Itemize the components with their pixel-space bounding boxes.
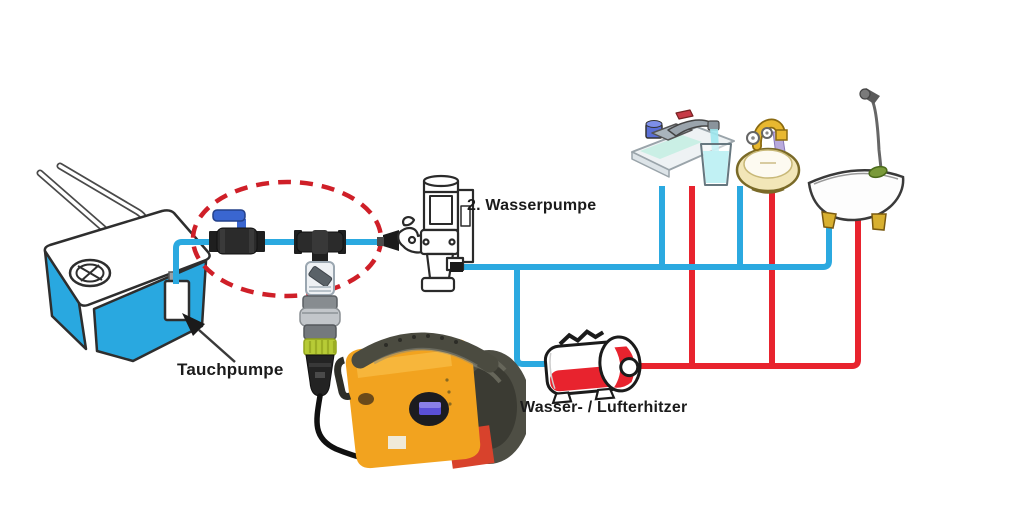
water-tank-icon: [36, 162, 211, 363]
check-valve-insert: [308, 266, 333, 288]
arrow-head: [182, 313, 205, 336]
shower-face: [859, 88, 871, 100]
hot-main-pipe: [628, 186, 861, 369]
pump-bracket-slot: [460, 205, 471, 227]
valve-lever: [212, 209, 246, 222]
pump-motor-window: [429, 195, 453, 225]
basin-handle-1-dot: [751, 136, 755, 140]
check-valve-ridges: [309, 286, 331, 292]
heater-port: [619, 357, 640, 378]
faucet-board-edge: [631, 151, 670, 178]
shutoff-valve-icon: [209, 209, 265, 255]
faucet-red-lever: [675, 109, 694, 120]
pump-inlet-nub: [377, 237, 384, 246]
pump-horn: [402, 216, 416, 227]
unit-label: [388, 436, 406, 449]
coupling-collar: [302, 295, 338, 310]
pump-body: [163, 279, 191, 322]
label-tauchpumpe: Tauchpumpe: [177, 360, 284, 379]
heater-foot-right: [594, 387, 616, 401]
unit-body-highlight: [356, 350, 452, 378]
t-boss: [312, 230, 328, 254]
tub-fixture: [868, 165, 888, 179]
cold-branch-heater: [514, 267, 548, 367]
cold-water-pipes: [173, 186, 832, 367]
pump-bolt-1: [422, 238, 430, 246]
coupling-lime-ring: [303, 338, 337, 356]
unit-left-strap: [334, 356, 352, 400]
second-water-pump-icon: [377, 174, 475, 293]
unit-handle-grip-dots: [384, 334, 458, 347]
tauchpumpe-arrow: [182, 313, 236, 363]
adapter-label: [315, 372, 325, 378]
kitchen-faucet-icon: [631, 109, 735, 186]
tub-foot-left: [821, 211, 837, 229]
valve-collar-right: [249, 229, 254, 253]
pump-foot: [420, 276, 456, 293]
hot-water-pipes: [628, 186, 861, 369]
faucet-knob-top: [645, 120, 663, 128]
water-glass: [700, 143, 732, 186]
tub-rim-line: [813, 172, 899, 185]
valve-lever-stem: [237, 219, 246, 232]
pump-outlet-nub: [450, 262, 463, 272]
pump-bolt-2: [448, 238, 456, 246]
label-second-pump: 2. Wasserpumpe: [467, 197, 597, 214]
washbasin-icon: [735, 118, 801, 194]
label-heater: Wasser- / Lufterhitzer: [520, 399, 688, 416]
tank-cap-cross: [77, 264, 103, 282]
glass-water: [703, 151, 729, 183]
basin-spout: [775, 129, 788, 141]
basin-base: [751, 187, 785, 194]
pump-block: [419, 228, 460, 256]
basin-handle-2-dot: [765, 131, 769, 135]
unit-knob: [358, 393, 374, 405]
pump-inlet-cone: [383, 230, 399, 251]
tub-foot-right: [871, 213, 887, 231]
check-valve-icon: [305, 261, 335, 296]
valve-body: [216, 227, 258, 255]
coupling-lower: [303, 324, 337, 340]
water-air-heater-icon: [543, 329, 642, 405]
unit-display-glare: [419, 402, 441, 408]
bathtub-icon: [807, 88, 905, 231]
pump-motor-top: [422, 174, 460, 188]
heater-top-detail: [558, 329, 605, 346]
heater-shine: [549, 352, 556, 389]
faucet-board-tint: [640, 135, 702, 159]
cold-tank-to-pump: [173, 239, 383, 284]
faucet-spout: [707, 120, 720, 131]
t-connector-icon: [294, 230, 346, 264]
tub-body: [807, 169, 905, 222]
unit-vent-dots: [445, 378, 452, 406]
lime-ribs: [308, 340, 336, 354]
unit-handle-slot: [373, 347, 478, 368]
unit-handle: [351, 332, 499, 373]
heater-foot-left: [551, 391, 573, 405]
coupling-body: [299, 307, 341, 327]
valve-collar-left: [220, 229, 225, 253]
portable-power-unit-icon: [334, 332, 526, 469]
quick-connector-icon: [299, 295, 341, 397]
arrow-line: [198, 329, 236, 363]
pump-manifold-bolt: [407, 235, 417, 245]
adapter-band: [309, 363, 331, 367]
cold-main-pipe: [455, 186, 832, 270]
tank-cap-inner: [75, 263, 105, 283]
faucet-stream: [710, 129, 719, 152]
